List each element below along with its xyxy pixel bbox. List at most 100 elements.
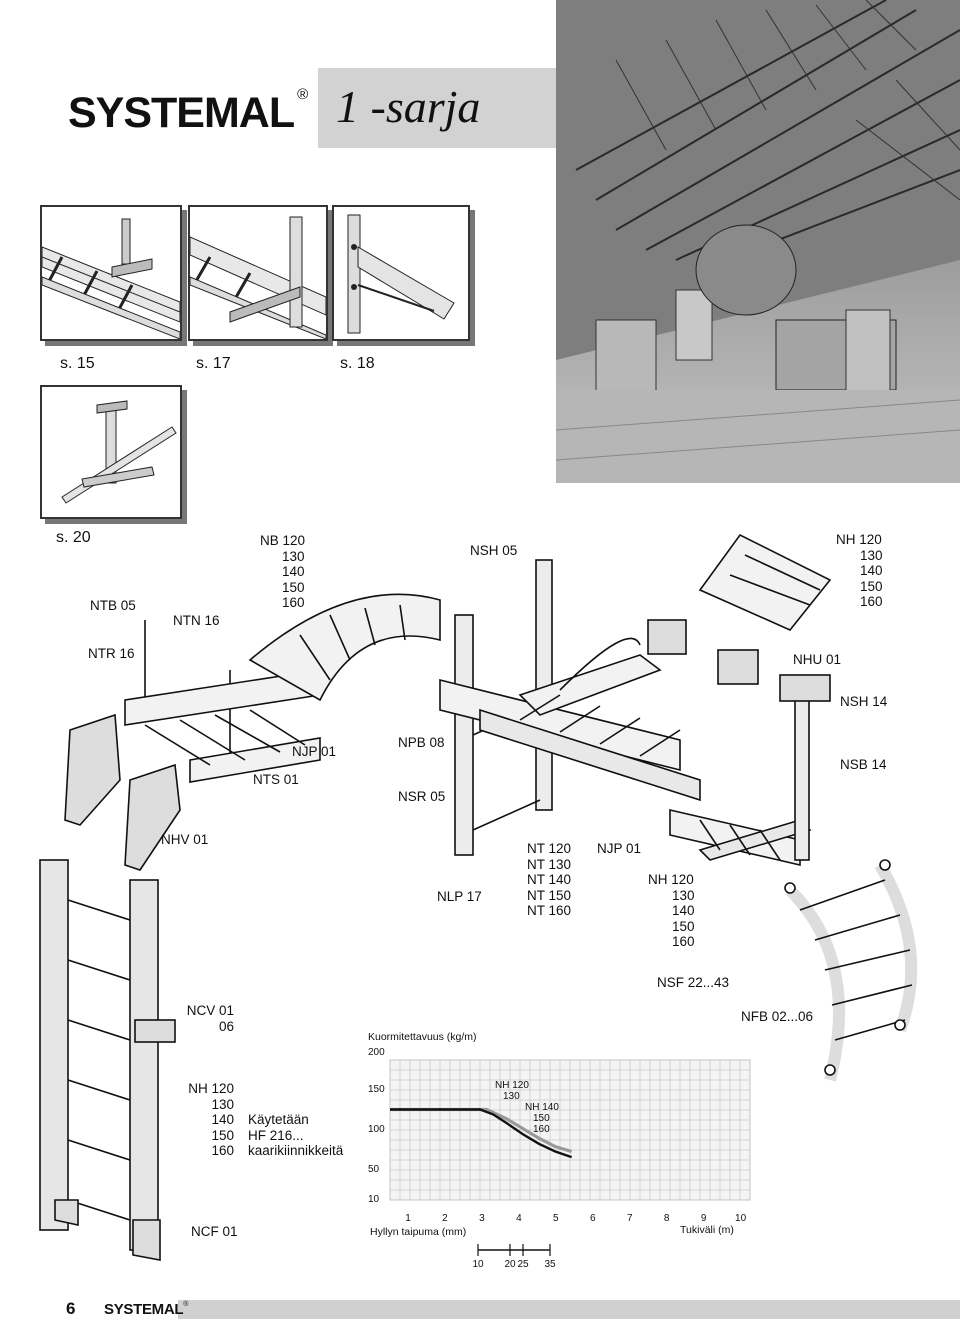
- label-ntb05: NTB 05: [90, 598, 136, 613]
- nh-low-item: 130: [211, 1096, 234, 1112]
- label-nsh14: NSH 14: [840, 694, 888, 709]
- label-ncv-list: NCV 01 06: [180, 1003, 234, 1034]
- y-tick-label: 100: [368, 1124, 385, 1135]
- footer-brand-name: SYSTEMAL: [104, 1301, 184, 1318]
- thumbnail-caption-1: s. 15: [60, 355, 95, 372]
- cable-ladder-assembly-drawing: [39, 533, 918, 1261]
- x-tick-label: 3: [479, 1213, 485, 1224]
- footer-bar: [178, 1300, 960, 1319]
- nt-item: NT 160: [527, 903, 572, 918]
- thumbnail-wall-bracket: [332, 205, 470, 341]
- x-tick-label: 10: [735, 1213, 747, 1224]
- note-line: Käytetään: [248, 1112, 309, 1127]
- x-tick-label: 9: [701, 1213, 707, 1224]
- y-tick-label: 50: [368, 1164, 380, 1175]
- installation-photo: [556, 0, 960, 483]
- nb-item: 130: [282, 548, 305, 564]
- page-number: 6: [66, 1299, 76, 1318]
- thumbnail-caption-3: s. 18: [340, 355, 375, 372]
- nt-item: NT 130: [527, 856, 572, 872]
- thumbnail-caption-4: s. 20: [56, 529, 91, 546]
- deflection-tick-label: 35: [544, 1259, 556, 1270]
- nt-item: NT 140: [527, 872, 572, 887]
- label-nsh05: NSH 05: [470, 543, 518, 558]
- nh-item: 140: [860, 563, 883, 578]
- nt-item: NT 120: [527, 841, 572, 856]
- label-nhv01: NHV 01: [161, 832, 209, 847]
- chart-deflection-label: Hyllyn taipuma (mm): [370, 1226, 467, 1238]
- x-tick-label: 2: [442, 1213, 448, 1224]
- chart-ylabel: Kuormitettavuus (kg/m): [368, 1031, 477, 1043]
- label-note: Käytetään HF 216... kaarikiinnikkeitä: [248, 1112, 343, 1159]
- thumbnail-ceiling-hanger: [40, 205, 182, 341]
- nh-item: NH 120: [836, 532, 882, 547]
- label-nsf: NSF 22...43: [657, 975, 730, 990]
- nh-mid-item: 140: [672, 903, 695, 918]
- nh-low-item: 150: [211, 1127, 234, 1143]
- ncv-item: 06: [218, 1018, 234, 1034]
- series-label-1: 130: [503, 1091, 520, 1102]
- label-ncf01: NCF 01: [191, 1224, 238, 1239]
- ceiling-hanger-illustration: [42, 218, 180, 339]
- brand-logo: SYSTEMAL®: [68, 86, 308, 138]
- label-ntn16: NTN 16: [173, 613, 220, 628]
- series-label-1: NH 120: [495, 1080, 529, 1091]
- x-tick-label: 8: [664, 1213, 670, 1224]
- central-hanger-illustration: [61, 400, 177, 504]
- label-njp01-b: NJP 01: [597, 841, 642, 856]
- nh-mid-item: NH 120: [648, 872, 694, 887]
- footer-registered-mark: ®: [183, 1301, 189, 1308]
- nh-low-item: NH 120: [188, 1081, 234, 1096]
- deflection-tick-label: 20: [504, 1259, 516, 1270]
- series-line-2: [390, 1107, 573, 1154]
- deflection-tick-label: 25: [517, 1259, 529, 1270]
- nh-mid-item: 150: [672, 918, 695, 934]
- nb-item: 150: [282, 579, 305, 595]
- nh-mid-item: 160: [672, 934, 695, 949]
- nb-item: 160: [282, 595, 305, 610]
- x-tick-label: 7: [627, 1213, 633, 1224]
- label-nh-low-list: NH 120 130 140 150 160: [178, 1081, 234, 1159]
- nh-low-item: 140: [211, 1112, 234, 1127]
- label-nsr05: NSR 05: [398, 789, 446, 804]
- series-label-2: 160: [533, 1124, 550, 1135]
- nh-mid-item: 130: [672, 887, 695, 903]
- label-nhu01: NHU 01: [793, 652, 842, 667]
- footer-brand: SYSTEMAL®: [104, 1301, 188, 1318]
- nh-item: 160: [860, 594, 883, 609]
- nt-item: NT 150: [527, 887, 572, 903]
- label-nh-top-list: NH 120 130 140 150 160: [836, 532, 883, 610]
- x-tick-label: 1: [405, 1213, 411, 1224]
- y-tick-label: 150: [368, 1084, 385, 1095]
- nh-low-item: 160: [211, 1143, 234, 1158]
- note-line: kaarikiinnikkeitä: [248, 1143, 344, 1158]
- label-nh-mid-list: NH 120 130 140 150 160: [648, 872, 695, 950]
- label-nb-list: NB 120 130 140 150 160: [260, 533, 305, 611]
- brand-name: SYSTEMAL: [68, 89, 295, 137]
- registered-mark: ®: [297, 86, 308, 103]
- nb-item: NB 120: [260, 533, 306, 548]
- x-tick-label: 5: [553, 1213, 559, 1224]
- label-ntr16: NTR 16: [88, 646, 135, 661]
- nb-item: 140: [282, 564, 305, 579]
- nh-item: 130: [860, 547, 883, 563]
- note-line: HF 216...: [248, 1127, 304, 1143]
- y-tick-label: 10: [368, 1194, 380, 1205]
- series-label-2: NH 140: [525, 1102, 559, 1113]
- thumbnail-caption-2: s. 17: [196, 355, 231, 372]
- label-nfb: NFB 02...06: [741, 1009, 814, 1024]
- wall-frame-illustration: [190, 216, 326, 339]
- thumbnail-central-hanger: [40, 385, 182, 519]
- label-nlp17: NLP 17: [437, 889, 482, 904]
- y-tick-label: 200: [368, 1047, 385, 1058]
- series-title: 1 -sarja: [336, 81, 481, 132]
- label-npb08: NPB 08: [398, 735, 445, 750]
- title-bar: [318, 68, 560, 148]
- thumbnail-wall-frame: [188, 205, 328, 341]
- label-nts01: NTS 01: [253, 772, 299, 787]
- ncv-item: NCV 01: [186, 1003, 234, 1018]
- series-line-1: [390, 1108, 573, 1159]
- deflection-tick-label: 10: [472, 1259, 484, 1270]
- x-tick-label: 6: [590, 1213, 596, 1224]
